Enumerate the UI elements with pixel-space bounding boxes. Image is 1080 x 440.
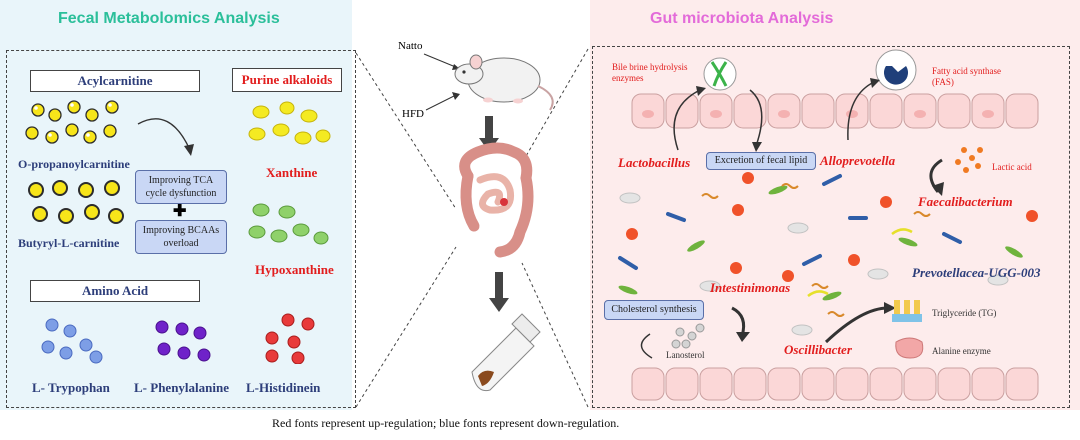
oscillibacter-label: Oscillibacter — [784, 342, 852, 357]
phenylalanine-label: L- Phenylalanine — [134, 380, 229, 395]
prevotellacea-label: Prevotellacea-UGG-003 — [912, 265, 1041, 280]
hfd-label: HFD — [402, 108, 425, 120]
bcaa-line-1: Improving BCAAs — [142, 225, 220, 236]
natto-label: Natto — [398, 40, 423, 52]
butyryl-carnitine-molecules — [28, 180, 124, 224]
intestinimonas-label: Intestinimonas — [710, 280, 791, 295]
sample-tube — [471, 313, 541, 392]
trypophan-label: L- Trypophan — [32, 380, 110, 395]
cholesterol-box: Cholesterol synthesis — [604, 300, 704, 320]
microbiota-frame — [592, 46, 1070, 408]
tca-line-2: cycle dysfunction — [145, 188, 217, 199]
o-propanoylcarnitine-molecules — [25, 100, 119, 144]
curved-arrow — [137, 118, 194, 156]
xanthine-label: Xanthine — [266, 165, 318, 180]
trypophan-molecules — [41, 318, 103, 364]
lactic-acid-label: Lactic acid — [992, 162, 1032, 172]
mouse-illustration — [423, 53, 554, 111]
plus-icon: ✚ — [173, 203, 187, 220]
o-propanoylcarnitine-label: O-propanoylcarnitine — [18, 157, 130, 171]
faecalibacterium-label: Faecalibacterium — [918, 194, 1013, 209]
fas-label: Fatty acid synthase (FAS) — [932, 66, 1001, 88]
zoom-lines — [355, 48, 589, 408]
bcaa-line-2: overload — [163, 238, 199, 249]
hypoxanthine-label: Hypoxanthine — [255, 262, 334, 277]
phenylalanine-molecules — [155, 320, 211, 362]
down-arrow-2 — [489, 272, 509, 312]
histidinein-molecules — [265, 313, 315, 364]
fas-line-1: Fatty acid synthase — [932, 66, 1001, 76]
purine-alkaloids-label: Purine alkaloids — [232, 68, 342, 92]
lanosterol-label: Lanosterol — [666, 350, 705, 360]
excretion-box: Excretion of fecal lipid — [706, 152, 816, 170]
bile-enzyme-label: Bile brine hydrolysis enzymes — [612, 62, 688, 84]
legend-caption: Red fonts represent up-regulation; blue … — [272, 416, 620, 430]
metabolomics-frame — [6, 50, 356, 408]
bile-line-2: enzymes — [612, 73, 644, 83]
metabolomics-title: Fecal Metabolomics Analysis — [58, 10, 280, 27]
alanine-enzyme-label: Alanine enzyme — [932, 346, 991, 356]
xanthine-molecules — [248, 101, 331, 145]
microbiota-panel — [590, 0, 1080, 410]
gut-scene — [618, 49, 1039, 401]
fas-line-2: (FAS) — [932, 77, 954, 87]
histidinein-label: L-Histidinein — [246, 380, 321, 395]
microbiota-title: Gut microbiota Analysis — [650, 10, 834, 27]
tca-cycle-box: Improving TCA cycle dysfunction — [135, 170, 227, 204]
bile-line-1: Bile brine hydrolysis — [612, 62, 688, 72]
butyryl-carnitine-label: Butyryl-L-carnitine — [18, 236, 120, 250]
acylcarnitine-label: Acylcarnitine — [30, 70, 200, 92]
hypoxanthine-molecules — [248, 203, 329, 245]
lactobacillus-label: Lactobacillus — [618, 155, 691, 170]
triglyceride-label: Triglyceride (TG) — [932, 308, 997, 318]
bcaa-box: Improving BCAAs overload — [135, 220, 227, 254]
tca-line-1: Improving TCA — [148, 175, 214, 186]
alloprevotella-label: Alloprevotella — [820, 153, 896, 168]
amino-acid-label: Amino Acid — [30, 280, 200, 302]
intestine-illustration — [459, 142, 534, 258]
